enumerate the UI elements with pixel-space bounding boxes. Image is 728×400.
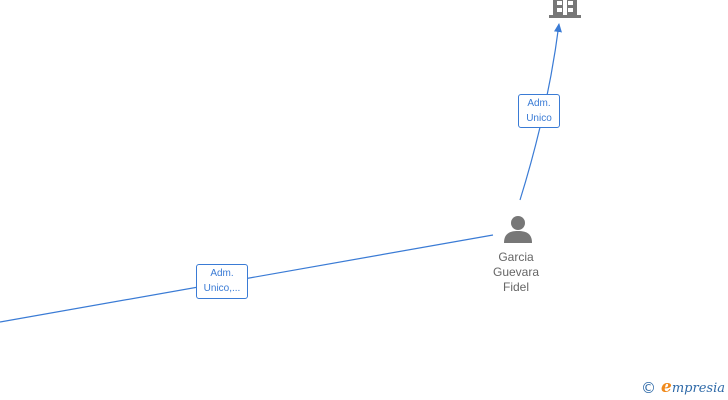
edge-label-line: Unico — [526, 113, 552, 124]
copyright-icon: © — [641, 379, 657, 397]
brand-watermark: © empresia — [641, 379, 725, 397]
edge-label-line: Unico,... — [203, 283, 241, 294]
building-icon[interactable] — [549, 0, 581, 18]
brand-logo-rest: mpresia — [671, 381, 725, 396]
brand-logo: empresia — [661, 379, 725, 397]
person-name-line: Fidel — [502, 280, 529, 294]
edge-label-adm-unico-truncated[interactable]: Adm. Unico,... — [196, 264, 248, 299]
edge-label-adm-unico[interactable]: Adm. Unico — [518, 94, 560, 128]
person-name[interactable]: Garcia Guevara Fidel — [476, 250, 556, 295]
person-name-line: Garcia — [498, 250, 534, 264]
brand-logo-initial: e — [661, 377, 672, 397]
edge-label-line: Adm. — [210, 268, 234, 279]
edge-label-line: Adm. — [527, 98, 551, 109]
person-icon[interactable] — [503, 214, 533, 244]
person-name-line: Guevara — [492, 265, 540, 279]
